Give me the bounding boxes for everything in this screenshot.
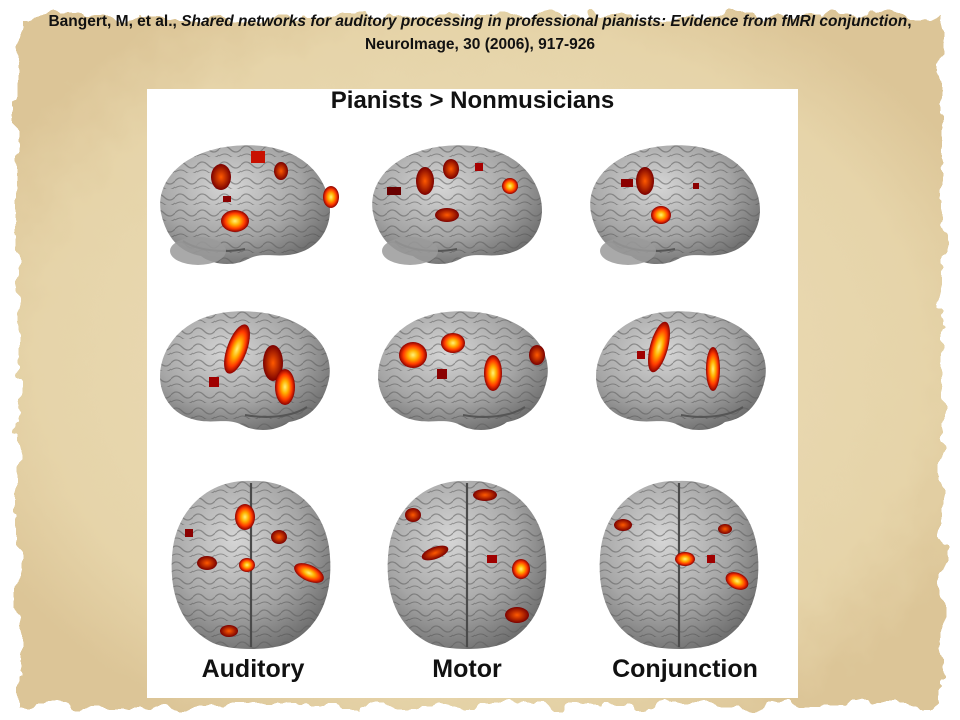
figure-title: Pianists > Nonmusicians [330,87,615,114]
citation-journal: , NeuroImage, 30 (2006), 917-926 [364,13,912,53]
brain-conjunction-right [595,310,767,432]
brain-auditory-right [159,310,331,432]
brain-motor-right [377,310,549,432]
brain-motor-left [371,144,543,266]
brain-auditory-dorsal [170,479,332,651]
citation-title: Shared networks for auditory processing … [181,13,908,30]
citation: Bangert, M, et al., Shared networks for … [30,10,930,56]
column-label-auditory: Auditory [201,655,305,683]
brain-auditory-left [159,144,339,266]
column-label-motor: Motor [432,655,502,683]
fmri-figure: Pianists > Nonmusicians [147,87,798,698]
citation-authors: Bangert, M, et al., [48,13,177,30]
brain-conjunction-dorsal [598,479,760,651]
column-label-conjunction: Conjunction [612,655,758,683]
brain-motor-dorsal [386,479,548,651]
brain-conjunction-left [589,144,761,266]
